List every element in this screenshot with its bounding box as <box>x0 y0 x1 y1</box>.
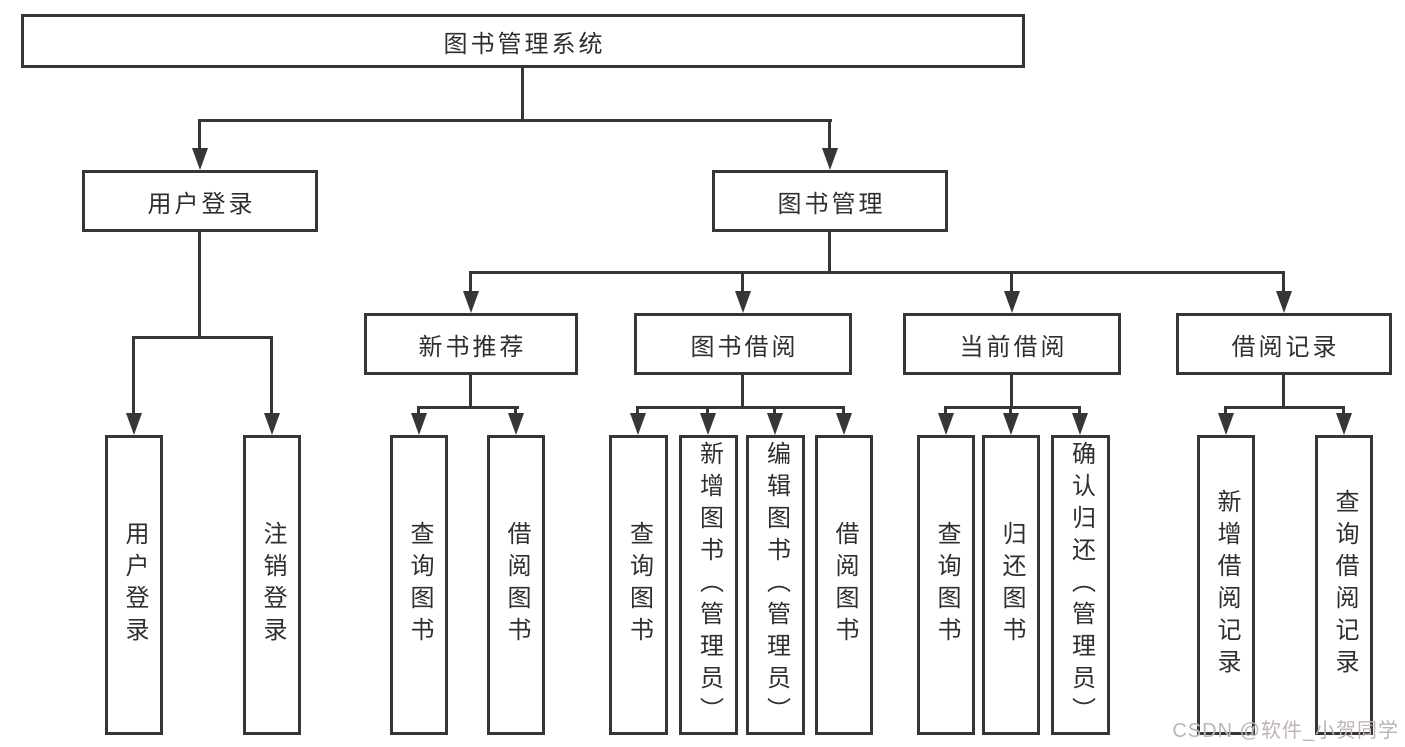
arrowhead-edit-book-admin <box>767 413 783 435</box>
arrowhead-query-book-borrow <box>630 413 646 435</box>
node-root: 图书管理系统 <box>21 14 1025 68</box>
leaf-query-book-borrow: 查询图书 <box>609 435 668 735</box>
leaf-query-book-recommend: 查询图书 <box>390 435 448 735</box>
connector-bookmgmt-stem <box>828 232 831 272</box>
connector-userlogin-drop1 <box>132 336 135 415</box>
connector-record-drop2 <box>1342 406 1345 415</box>
connector-current-stem <box>1010 375 1013 407</box>
leaf-logout: 注销登录 <box>243 435 301 735</box>
node-current-borrow: 当前借阅 <box>903 313 1121 375</box>
arrowhead-user-login-leaf <box>126 413 142 435</box>
node-book-borrow: 图书借阅 <box>634 313 852 375</box>
leaf-user-login: 用户登录 <box>105 435 163 735</box>
connector-root-drop-left <box>198 119 201 150</box>
connector-recommend-drop2 <box>514 406 517 415</box>
arrowhead-return-book <box>1003 413 1019 435</box>
connector-borrow-drop2 <box>706 406 709 415</box>
connector-borrow-drop3 <box>773 406 776 415</box>
connector-current-drop2 <box>1009 406 1012 415</box>
connector-recommend-drop1 <box>417 406 420 415</box>
connector-recommend-stem <box>469 375 472 407</box>
connector-borrow-drop4 <box>842 406 845 415</box>
arrowhead-borrow-record <box>1276 291 1292 313</box>
leaf-borrow-book-recommend: 借阅图书 <box>487 435 545 735</box>
node-book-management: 图书管理 <box>712 170 948 232</box>
leaf-add-borrow-record: 新增借阅记录 <box>1197 435 1255 735</box>
leaf-query-book-current: 查询图书 <box>917 435 975 735</box>
connector-current-drop1 <box>944 406 947 415</box>
arrowhead-new-book-recommend <box>463 291 479 313</box>
connector-borrow-drop1 <box>636 406 639 415</box>
connector-userlogin-drop2 <box>270 336 273 415</box>
leaf-confirm-return-admin: 确认归还（管理员） <box>1051 435 1110 735</box>
node-borrow-record: 借阅记录 <box>1176 313 1392 375</box>
arrowhead-user-login <box>192 148 208 170</box>
connector-root-drop-right <box>828 119 831 150</box>
arrowhead-borrow-book-recommend <box>508 413 524 435</box>
arrowhead-query-book-current <box>938 413 954 435</box>
connector-bookmgmt-bar <box>469 271 1285 274</box>
connector-bookmgmt-drop3 <box>1010 271 1013 293</box>
connector-root-bar <box>199 119 832 122</box>
csdn-watermark: CSDN @软件_小贺同学 <box>1172 720 1399 742</box>
connector-bookmgmt-drop1 <box>469 271 472 293</box>
node-user-login: 用户登录 <box>82 170 318 232</box>
connector-root-stem <box>521 68 524 120</box>
connector-borrow-bar <box>636 406 845 409</box>
arrowhead-book-borrow <box>735 291 751 313</box>
node-new-book-recommend: 新书推荐 <box>364 313 578 375</box>
connector-recommend-bar <box>417 406 519 409</box>
connector-current-bar <box>944 406 1081 409</box>
arrowhead-add-book-admin <box>700 413 716 435</box>
leaf-add-book-admin: 新增图书（管理员） <box>679 435 738 735</box>
connector-record-stem <box>1282 375 1285 407</box>
arrowhead-query-borrow-record <box>1336 413 1352 435</box>
arrowhead-confirm-return-admin <box>1072 413 1088 435</box>
leaf-return-book: 归还图书 <box>982 435 1040 735</box>
arrowhead-add-borrow-record <box>1218 413 1234 435</box>
leaf-borrow-book: 借阅图书 <box>815 435 873 735</box>
arrowhead-query-book-recommend <box>411 413 427 435</box>
connector-userlogin-bar <box>132 336 273 339</box>
leaf-edit-book-admin: 编辑图书（管理员） <box>746 435 805 735</box>
connector-bookmgmt-drop2 <box>741 271 744 293</box>
leaf-query-borrow-record: 查询借阅记录 <box>1315 435 1373 735</box>
arrowhead-current-borrow <box>1004 291 1020 313</box>
arrowhead-logout-leaf <box>264 413 280 435</box>
connector-userlogin-stem <box>198 232 201 337</box>
connector-bookmgmt-drop4 <box>1282 271 1285 293</box>
connector-record-bar <box>1224 406 1345 409</box>
arrowhead-book-management <box>822 148 838 170</box>
connector-borrow-stem <box>741 375 744 407</box>
arrowhead-borrow-book-leaf <box>836 413 852 435</box>
connector-current-drop3 <box>1078 406 1081 415</box>
connector-record-drop1 <box>1224 406 1227 415</box>
